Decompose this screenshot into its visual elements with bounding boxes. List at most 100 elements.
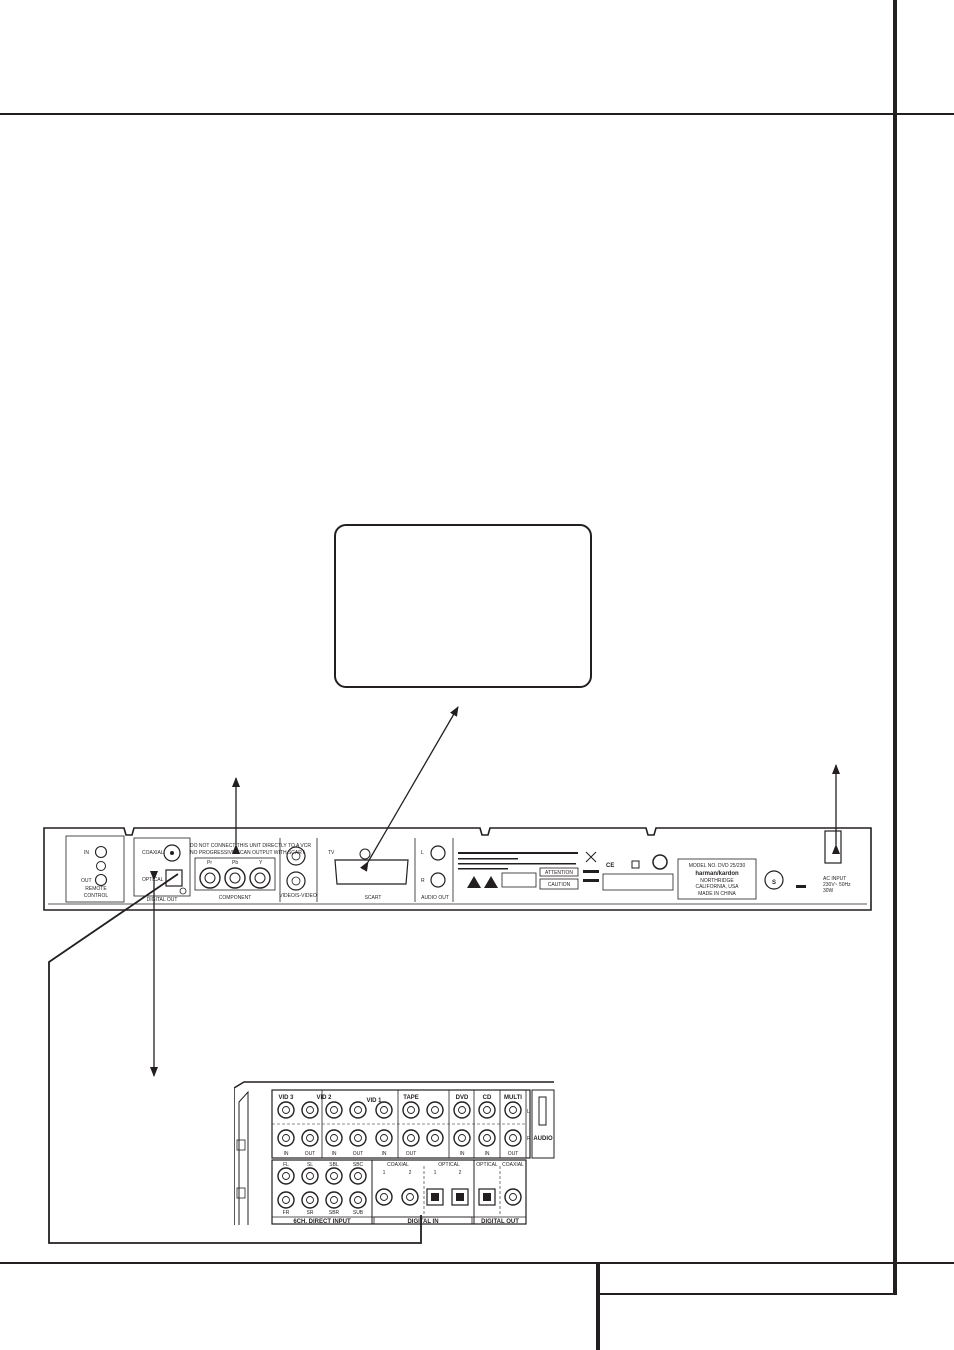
- rx-sub-8: OUT: [508, 1151, 519, 1157]
- optical-cable: [48, 873, 422, 1244]
- scart-arrow: [360, 706, 459, 872]
- ac-power-cord: [824, 830, 842, 864]
- rx-direct-bottom-3: SUB: [353, 1210, 364, 1216]
- audio-r-label: R: [421, 878, 425, 884]
- rx-din-num-3: 2: [459, 1170, 462, 1176]
- rx-direct-bottom-2: SBR: [329, 1210, 340, 1216]
- rx-label-dvd: DVD: [456, 1095, 469, 1101]
- rx-dout-optical-label: OPTICAL: [476, 1162, 498, 1168]
- ce-mark: CE: [606, 863, 614, 869]
- rx-din-coaxial-label: COAXIAL: [387, 1162, 409, 1168]
- rx-direct-bottom-0: FR: [283, 1210, 290, 1216]
- rx-dout-section-label: DIGITAL OUT: [481, 1219, 519, 1225]
- attention-label: ATTENTION: [545, 870, 573, 876]
- digital-coaxial-label: COAXIAL: [142, 850, 164, 856]
- rx-label-vid2: VID 2: [316, 1095, 332, 1101]
- header-rule: [0, 113, 954, 115]
- audio-l-label: L: [421, 850, 424, 856]
- component-warning-2: NO PROGRESSIVE SCAN OUTPUT WITH SCART: [190, 850, 305, 856]
- rx-label-tape: TAPE: [403, 1095, 419, 1101]
- model-line5: MADE IN CHINA: [698, 891, 736, 897]
- right-margin-bar: [893, 0, 897, 1295]
- rx-label-vid1: VID 1: [366, 1098, 382, 1104]
- rx-direct-top-1: SL: [307, 1162, 313, 1168]
- s-video-jack: [286, 846, 306, 866]
- audio-out-section-label: AUDIO OUT: [421, 895, 449, 901]
- remote-in-jack: [94, 845, 108, 859]
- remote-section-label-1: REMOTE: [85, 886, 107, 892]
- rx-digital-in-label-box: [373, 1216, 473, 1225]
- component-y-label: Y: [259, 860, 263, 866]
- model-line4: CALIFORNIA, USA: [695, 884, 739, 890]
- component-pb-label: Pb: [232, 860, 238, 866]
- rx-sub-6: IN: [460, 1151, 465, 1157]
- remote-section-label-2: CONTROL: [84, 893, 109, 899]
- rx-label-cd: CD: [483, 1095, 492, 1101]
- rx-sub-5: OUT: [406, 1151, 417, 1157]
- footer-box-bottom: [598, 1293, 897, 1295]
- rx-direct-section-label: 6CH. DIRECT INPUT: [293, 1219, 351, 1225]
- rx-direct-top-3: SBC: [353, 1162, 364, 1168]
- component-warning-1: DO NOT CONNECT THIS UNIT DIRECTLY TO A V…: [190, 843, 311, 849]
- component-pr-label: Pr: [207, 860, 212, 866]
- rx-din-num-1: 2: [409, 1170, 412, 1176]
- caution-label: CAUTION: [548, 882, 571, 888]
- rx-sub-7: IN: [485, 1151, 490, 1157]
- rx-sub-3: OUT: [353, 1151, 364, 1157]
- component-y-jack: [249, 867, 271, 889]
- rx-sub-1: OUT: [305, 1151, 316, 1157]
- model-brand: harman/kardon: [695, 871, 739, 877]
- model-line1: MODEL NO. DVD 25/230: [689, 863, 746, 869]
- rx-digital-out-ports: [478, 1188, 522, 1206]
- rx-row1-jacks: [277, 1101, 522, 1119]
- rx-row2-jacks: [277, 1129, 522, 1147]
- scart-section-label: SCART: [365, 895, 382, 901]
- component-pb-jack: [224, 867, 246, 889]
- audio-r-jack: [430, 872, 446, 888]
- footer-rule: [0, 1262, 954, 1264]
- rx-direct-top-2: SBL: [329, 1162, 339, 1168]
- rx-direct-bottom-1: SR: [307, 1210, 314, 1216]
- model-line3: NORTHRIDGE: [700, 878, 734, 884]
- component-pr-jack: [199, 867, 221, 889]
- ac-input-line3: 30W: [823, 888, 834, 894]
- optical-out-port: [165, 869, 183, 887]
- footer-divider: [596, 1262, 600, 1350]
- remote-out-jack: [94, 873, 108, 887]
- digital-out-section-label: DIGITAL OUT: [147, 897, 178, 903]
- rx-din-num-0: 1: [383, 1170, 386, 1176]
- ac-input-line1: AC INPUT: [823, 876, 846, 882]
- rx-din-section-label: DIGITAL IN: [407, 1219, 438, 1225]
- receiver-rear-panel: VID 3 VID 2 VID 1 TAPE DVD CD MULTI IN O…: [234, 1081, 555, 1225]
- rx-label-vid3: VID 3: [278, 1095, 294, 1101]
- panel-outline: [43, 827, 872, 911]
- remote-out-label: OUT: [81, 878, 92, 884]
- rx-digital-in-ports: [375, 1188, 469, 1206]
- component-section-label: COMPONENT: [219, 895, 252, 901]
- rx-side-l: L: [527, 1109, 530, 1115]
- rx-side-r: R: [527, 1136, 531, 1142]
- digital-optical-label: OPTICAL: [142, 877, 164, 883]
- s-safety-mark: [764, 870, 784, 890]
- rx-direct-jacks: [277, 1167, 367, 1209]
- rx-direct-top-0: FL: [283, 1162, 289, 1168]
- rx-audio-label: AUDIO: [533, 1136, 553, 1142]
- video-jack: [286, 871, 306, 891]
- rx-din-num-2: 1: [434, 1170, 437, 1176]
- video-section-label: VIDEO/S-VIDEO: [279, 893, 317, 899]
- scart-connector: [334, 859, 409, 885]
- remote-in-label: IN: [84, 850, 89, 856]
- callout-box: [334, 524, 592, 688]
- coaxial-out-jack: [163, 844, 181, 862]
- rx-sub-4: IN: [382, 1151, 387, 1157]
- rx-sub-0: IN: [284, 1151, 289, 1157]
- audio-l-jack: [430, 845, 446, 861]
- rx-dout-coaxial-label: COAXIAL: [502, 1162, 524, 1168]
- s-safety-text: S: [772, 880, 776, 886]
- scart-tv-label: TV: [328, 850, 335, 856]
- dvd-rear-panel: IN OUT REMOTE CONTROL COAXIAL OPTICAL DI…: [43, 827, 872, 911]
- rx-label-multi: MULTI: [504, 1095, 522, 1101]
- rx-din-optical-label: OPTICAL: [438, 1162, 460, 1168]
- rx-sub-2: IN: [332, 1151, 337, 1157]
